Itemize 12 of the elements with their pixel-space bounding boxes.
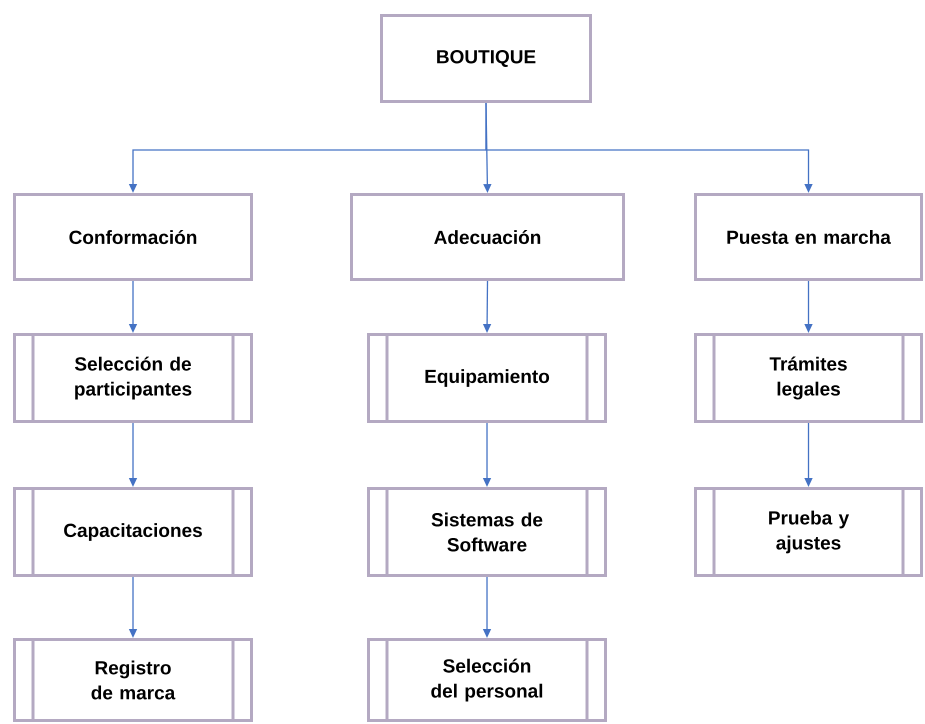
process-box: Puesta en marcha [694, 193, 923, 281]
subprocess-box: Sistemas de Software [367, 487, 607, 577]
process-box: BOUTIQUE [380, 14, 592, 103]
subprocess-box: Equipamiento [367, 333, 607, 423]
subprocess-box: Selección del personal [367, 638, 607, 722]
subprocess-box: Capacitaciones [13, 487, 253, 577]
subprocess-box: Trámites legales [694, 333, 923, 423]
subprocess-box: Prueba y ajustes [694, 487, 923, 577]
process-box: Adecuación [350, 193, 625, 281]
process-box: Conformación [13, 193, 253, 281]
subprocess-box: Registro de marca [13, 638, 253, 722]
subprocess-box: Selección de participantes [13, 333, 253, 423]
